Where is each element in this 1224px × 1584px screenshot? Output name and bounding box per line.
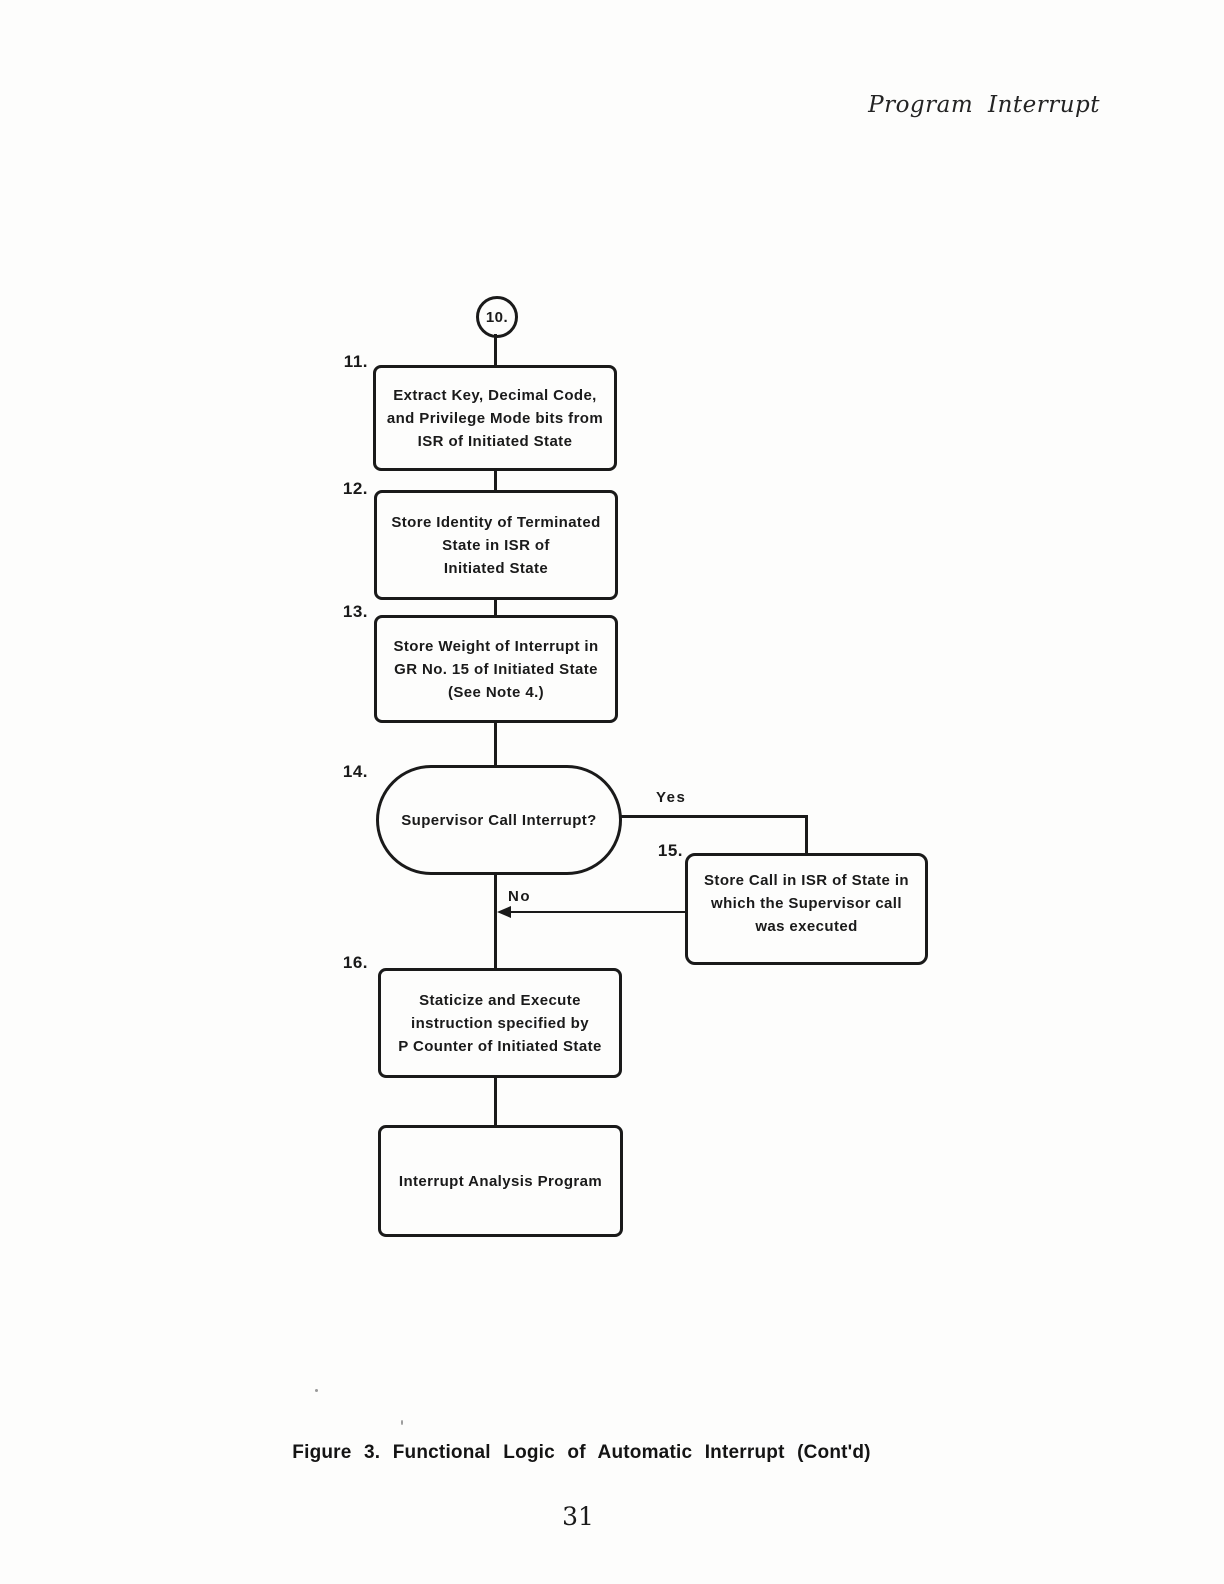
yes-branch-line xyxy=(620,815,808,818)
box-text-line: State in ISR of xyxy=(442,536,550,554)
node-number-15: 15. xyxy=(657,841,683,860)
process-box-15: Store Call in ISR of State in which the … xyxy=(685,853,928,965)
figure-caption: Figure 3. Functional Logic of Automatic … xyxy=(292,1442,871,1463)
box-text-line: GR No. 15 of Initiated State xyxy=(394,660,598,678)
box-text-line: (See Note 4.) xyxy=(447,683,545,701)
process-box-16: Staticize and Execute instruction specif… xyxy=(378,968,622,1078)
scan-artifact xyxy=(315,1389,318,1392)
decision-question: Supervisor Call Interrupt? xyxy=(401,811,597,829)
connector-line xyxy=(494,600,497,615)
entry-connector-circle: 10. xyxy=(476,296,518,338)
no-branch-arrowhead-icon xyxy=(497,906,511,918)
connector-line xyxy=(494,334,497,365)
box-text-line: ISR of Initiated State xyxy=(417,432,573,450)
box-text-line: and Privilege Mode bits from xyxy=(386,409,604,427)
process-box-13: Store Weight of Interrupt in GR No. 15 o… xyxy=(374,615,618,723)
node-number-14: 14. xyxy=(342,762,368,781)
connector-line xyxy=(494,1078,497,1125)
page-number: 31 xyxy=(562,1502,594,1531)
process-box-12: Store Identity of Terminated State in IS… xyxy=(374,490,618,600)
entry-connector-label: 10. xyxy=(485,308,509,326)
box-text-line: Initiated State xyxy=(443,559,549,577)
process-box-11: Extract Key, Decimal Code, and Privilege… xyxy=(373,365,617,471)
node-number-13: 13. xyxy=(342,602,368,621)
decision-node-14: Supervisor Call Interrupt? xyxy=(376,765,622,875)
no-branch-line xyxy=(506,911,685,913)
connector-line xyxy=(494,723,497,765)
yes-branch-line xyxy=(805,815,808,853)
box-text-line: Interrupt Analysis Program xyxy=(398,1172,603,1190)
node-number-12: 12. xyxy=(342,479,368,498)
connector-line xyxy=(494,471,497,490)
scan-artifact xyxy=(401,1420,403,1425)
yes-branch-label: Yes xyxy=(656,789,687,806)
box-text-line: Staticize and Execute xyxy=(419,991,581,1009)
terminal-box-interrupt-analysis: Interrupt Analysis Program xyxy=(378,1125,623,1237)
no-branch-label: No xyxy=(508,888,531,905)
box-text-line: instruction specified by xyxy=(411,1014,589,1032)
box-text-line: P Counter of Initiated State xyxy=(398,1037,602,1055)
connector-line xyxy=(494,873,497,968)
node-number-11: 11. xyxy=(343,352,368,371)
running-header: Program Interrupt xyxy=(868,92,1100,118)
box-text-line: was executed xyxy=(755,918,858,935)
box-text-line: Store Call in ISR of State in xyxy=(704,872,909,889)
box-text-line: Store Weight of Interrupt in xyxy=(393,637,599,655)
box-text-line: which the Supervisor call xyxy=(711,895,902,912)
node-number-16: 16. xyxy=(342,953,368,972)
box-text-line: Extract Key, Decimal Code, xyxy=(393,386,597,404)
box-text-line: Store Identity of Terminated xyxy=(391,513,601,531)
